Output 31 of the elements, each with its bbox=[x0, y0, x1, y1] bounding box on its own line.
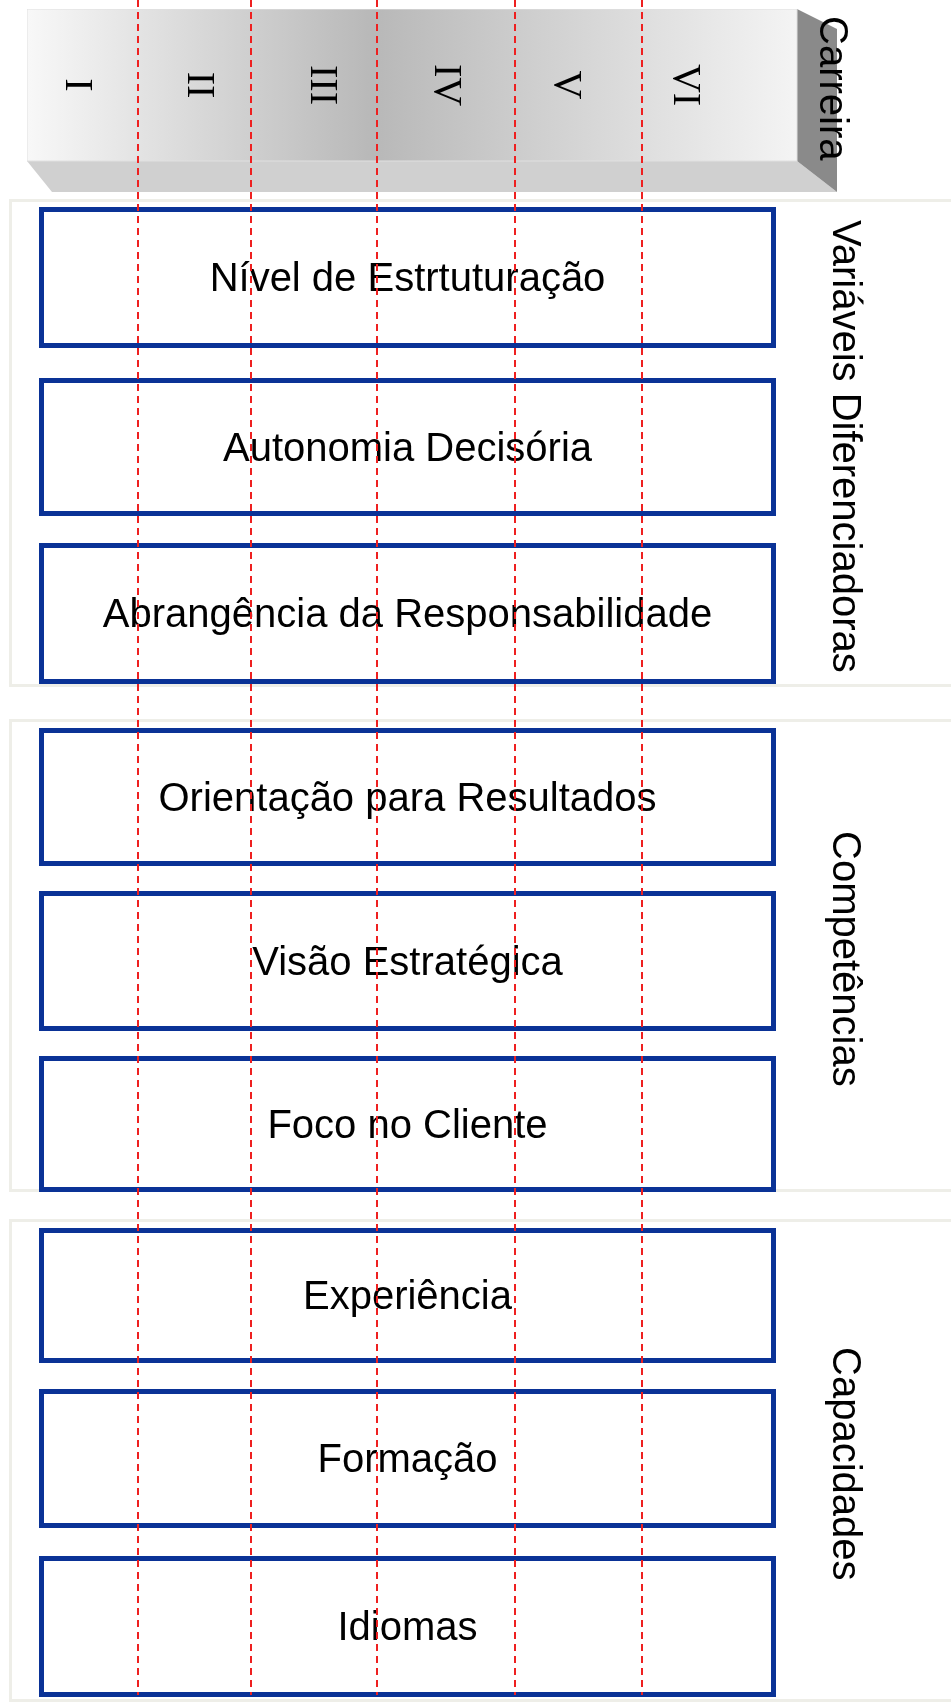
roman-numeral: III bbox=[304, 65, 344, 105]
roman-numeral: IV bbox=[428, 63, 468, 107]
criterion-box bbox=[39, 1389, 776, 1528]
roman-numeral: II bbox=[181, 71, 221, 99]
criterion-box bbox=[39, 1556, 776, 1697]
criterion-box bbox=[39, 728, 776, 866]
criterion-label: Nível de Estrtuturação bbox=[209, 255, 606, 300]
criterion-label: Visão Estratégica bbox=[252, 938, 563, 984]
criterion-label: Autonomia Decisória bbox=[222, 424, 593, 470]
criterion-label: Orientação para Resultados bbox=[158, 774, 657, 820]
criterion-box bbox=[39, 891, 776, 1031]
criterion-label: Formação bbox=[317, 1436, 498, 1481]
criterion-label: Foco no Cliente bbox=[267, 1101, 548, 1147]
roman-numeral: I bbox=[59, 78, 99, 92]
criterion-box bbox=[39, 1228, 776, 1363]
roman-numeral: VI bbox=[667, 63, 707, 107]
group-title: Variáveis Diferenciadoras bbox=[824, 218, 870, 675]
roman-numeral: V bbox=[548, 70, 588, 100]
group-title: Capacidades bbox=[824, 1345, 870, 1583]
group-panel bbox=[9, 1219, 951, 1702]
criterion-box bbox=[39, 543, 776, 684]
criterion-box bbox=[39, 1056, 776, 1192]
criterion-label: Experiência bbox=[303, 1273, 512, 1318]
group-panel bbox=[9, 199, 951, 687]
criterion-box bbox=[39, 207, 776, 348]
group-title: Competências bbox=[824, 829, 870, 1089]
criterion-label: Abrangência da Responsabilidade bbox=[102, 591, 713, 636]
group-panel bbox=[9, 719, 951, 1192]
axis-title: Carreira bbox=[812, 14, 856, 163]
criterion-label: Idiomas bbox=[337, 1604, 478, 1649]
criterion-box bbox=[39, 378, 776, 516]
